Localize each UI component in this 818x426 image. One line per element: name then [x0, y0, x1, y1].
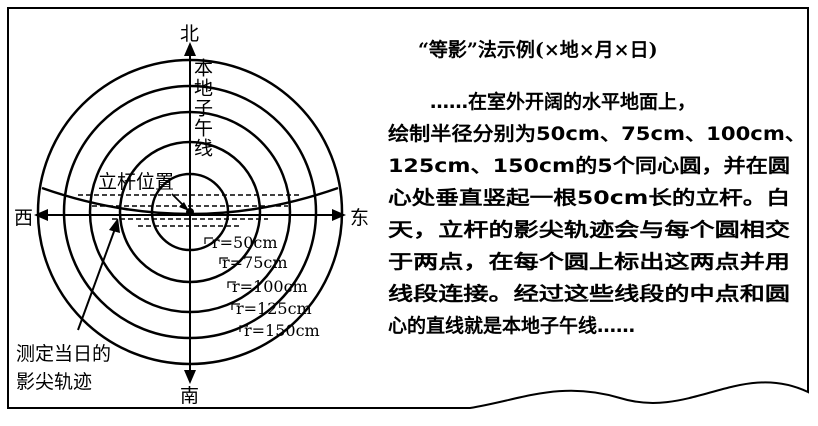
example-title: “等影”法示例(×地×月×日)	[418, 38, 658, 61]
radius-label-150: r=150cm	[244, 321, 320, 340]
track-pointer	[77, 225, 117, 331]
chord-lines	[78, 194, 302, 227]
north-arrow-icon	[184, 42, 196, 56]
body-line-6: 于两点，在每个圆上标出这两点并用	[388, 250, 790, 273]
west-label: 西	[14, 207, 33, 229]
track-label-line1: 测定当日的	[16, 343, 111, 365]
body-line-5: 天，立杆的影尖轨迹会与每个圆相交	[388, 218, 790, 241]
body-line-4: 心处垂直竖起一根50cm长的立杆。白	[388, 186, 790, 209]
radius-label-75: r=75cm	[222, 253, 288, 272]
radius-label-50: r=50cm	[212, 233, 278, 252]
track-label-line2: 影尖轨迹	[16, 371, 92, 393]
south-label: 南	[180, 385, 199, 407]
body-line-3: 125cm、150cm的5个同心圆，并在圆	[388, 154, 790, 177]
west-arrow-icon	[34, 209, 48, 221]
frame-border	[7, 7, 809, 409]
radius-marker	[219, 257, 228, 264]
radius-marker	[239, 325, 248, 332]
radius-markers	[204, 237, 248, 332]
pole-position-label: 立杆位置	[98, 171, 174, 193]
track-pointer-arrow-icon	[109, 218, 120, 233]
radius-marker	[227, 281, 236, 288]
body-line-1: ……在室外开阔的水平地面上，	[430, 90, 696, 113]
radius-label-125: r=125cm	[236, 299, 312, 318]
meridian-label: 本地子午线	[191, 58, 213, 158]
north-label: 北	[180, 23, 199, 45]
east-label: 东	[350, 207, 369, 229]
radius-label-100: r=100cm	[232, 277, 308, 296]
body-line-8: 心的直线就是本地子午线……	[388, 314, 635, 337]
south-arrow-icon	[184, 370, 196, 384]
body-line-7: 线段连接。经过这些线段的中点和圆	[388, 282, 790, 305]
body-line-2: 绘制半径分别为50cm、75cm、100cm、	[388, 122, 806, 145]
east-arrow-icon	[332, 209, 346, 221]
radius-marker	[204, 237, 213, 244]
radius-marker	[231, 303, 240, 310]
pole-pointer-arrow-icon	[179, 202, 189, 211]
